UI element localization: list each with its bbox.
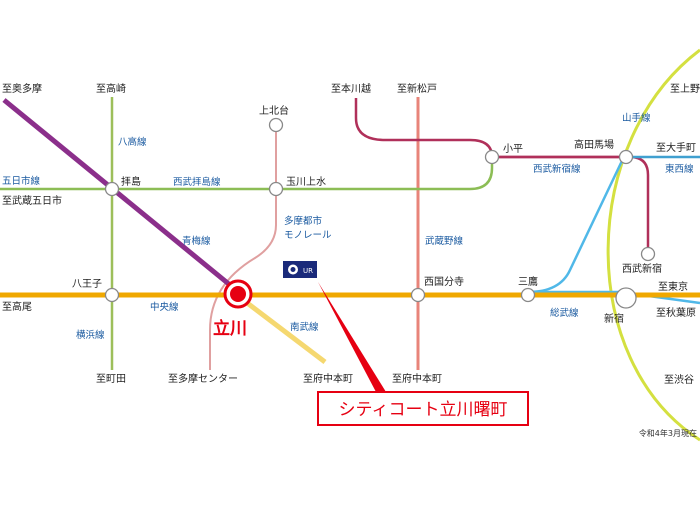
dest-tama-center: 至多摩センター <box>168 372 238 385</box>
station-kamikitadai: 上北台 <box>259 104 289 117</box>
seibu-haijima-line <box>0 157 494 191</box>
sobu-line <box>527 155 627 294</box>
nambu-line <box>236 294 327 364</box>
station-shinjuku: 新宿 <box>604 312 624 325</box>
station-seibu-shinjuku: 西武新宿 <box>622 262 662 275</box>
station-kodaira: 小平 <box>503 143 523 155</box>
line-chuo: 中央線 <box>150 301 179 313</box>
dest-tokyo: 至東京 <box>658 280 688 293</box>
dest-fuchu-honmachi-1: 至府中本町 <box>303 372 353 385</box>
dest-akihabara: 至秋葉原 <box>656 306 696 319</box>
line-itsukaichi: 五日市線 <box>2 175 41 187</box>
monorail-line <box>209 127 277 370</box>
station-tamagawa-josui: 玉川上水 <box>286 176 326 188</box>
dest-okutama: 至奥多摩 <box>2 82 42 95</box>
line-sobu: 総武線 <box>550 307 579 319</box>
yamanote-line <box>606 48 700 442</box>
line-musashino: 武蔵野線 <box>425 235 464 247</box>
property-title-box <box>317 391 529 426</box>
station-marker-nishikokubunji <box>410 287 426 303</box>
station-marker-shinjuku <box>615 287 637 309</box>
station-marker-kodaira <box>484 149 500 165</box>
date-note: 令和4年3月現在 <box>639 428 697 438</box>
dest-ueno: 至上野 <box>670 83 700 95</box>
station-marker-takadanobaba <box>618 149 634 165</box>
line-monorail-2: モノレール <box>284 230 332 241</box>
seibu-shinjuku-line <box>354 98 650 252</box>
dest-fuchu-honmachi-2: 至府中本町 <box>392 372 442 385</box>
station-marker-kamikitadai <box>268 117 284 133</box>
dest-kawagoe: 至本川越 <box>331 82 371 95</box>
dest-shinmatsudo: 至新松戸 <box>397 82 437 95</box>
line-monorail-1: 多摩都市 <box>284 215 323 227</box>
line-yokohama: 横浜線 <box>76 329 105 341</box>
line-seibu-haijima: 西武拝島線 <box>173 176 221 188</box>
line-ome: 青梅線 <box>182 235 211 247</box>
dest-otemachi: 至大手町 <box>656 141 696 154</box>
station-marker-seibu-shinjuku <box>640 246 656 262</box>
line-tozai: 東西線 <box>665 163 694 175</box>
station-mitaka: 三鷹 <box>518 275 538 288</box>
dest-musashi-itsukaichi: 至武蔵五日市 <box>2 194 62 207</box>
station-haijima: 拝島 <box>121 175 141 188</box>
property-title: シティコート立川曙町 <box>339 400 508 420</box>
dest-takao: 至高尾 <box>2 300 32 313</box>
property-pointer <box>318 282 386 392</box>
station-hachioji: 八王子 <box>72 278 102 290</box>
dest-machida: 至町田 <box>96 373 126 385</box>
dest-takasaki: 至高崎 <box>96 82 126 95</box>
line-seibu-shinjuku: 西武新宿線 <box>533 163 581 175</box>
station-marker-hachioji <box>104 287 120 303</box>
ur-badge-text: UR <box>303 267 313 275</box>
line-nambu: 南武線 <box>290 321 319 333</box>
ur-badge: UR <box>283 261 317 278</box>
line-hachiko: 八高線 <box>118 136 147 148</box>
station-marker-tachikawa-core <box>230 286 246 302</box>
dest-shibuya: 至渋谷 <box>664 373 694 386</box>
station-takadanobaba: 高田馬場 <box>574 138 614 151</box>
station-nishikokubunji: 西国分寺 <box>424 276 464 288</box>
station-marker-mitaka <box>520 287 536 303</box>
station-marker-tamagawa-josui <box>268 181 284 197</box>
station-marker-haijima <box>104 181 120 197</box>
line-yamanote: 山手線 <box>622 112 651 124</box>
station-tachikawa: 立川 <box>213 318 247 339</box>
